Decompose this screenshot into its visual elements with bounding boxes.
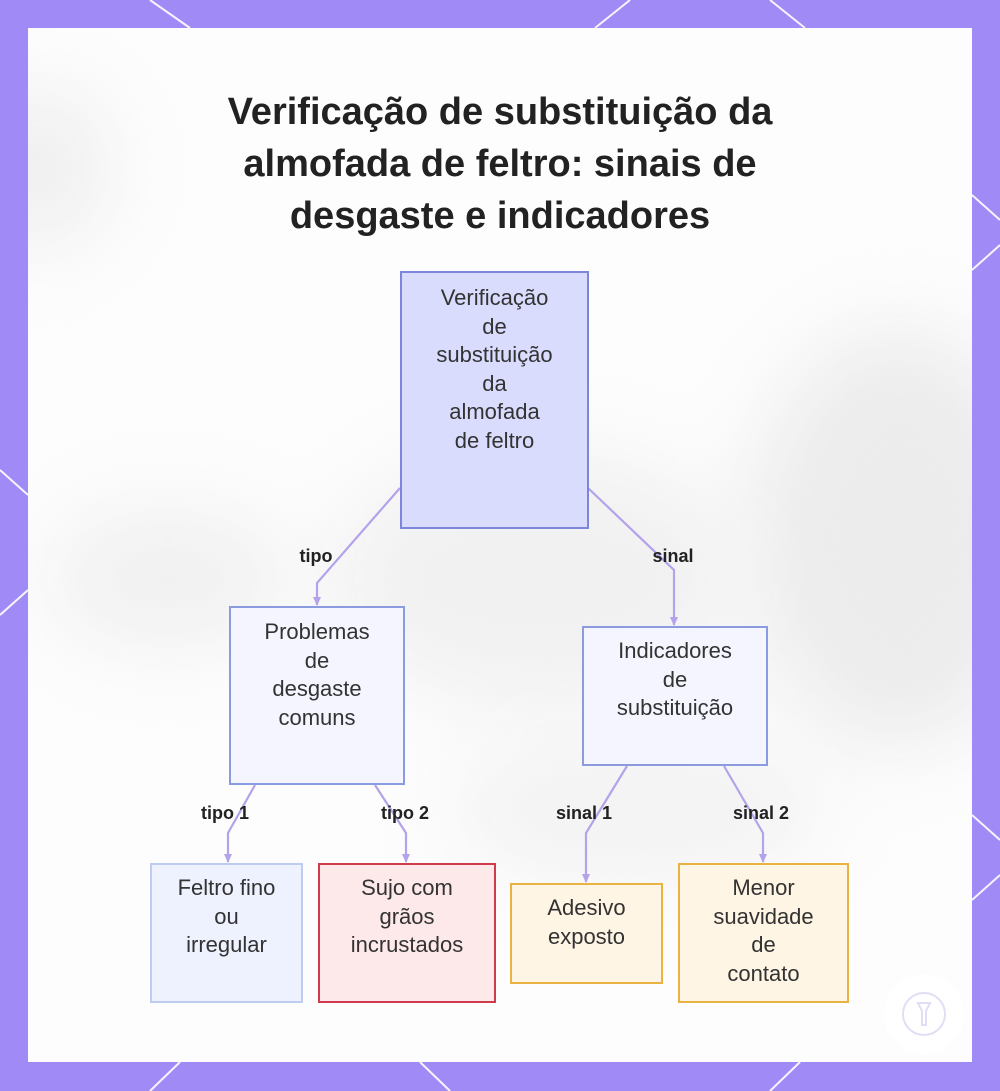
node-text: Feltro fino xyxy=(177,875,276,900)
background-blur xyxy=(748,328,972,748)
edge-label-tipo: tipo xyxy=(299,546,333,566)
node-text: desgaste xyxy=(272,676,362,701)
node-text: da xyxy=(482,370,507,396)
node-text: Adesivo xyxy=(547,895,626,920)
edge-root-to-indicators xyxy=(587,487,678,626)
node-text: Verificação xyxy=(440,285,549,310)
title-line: Verificação de substituição da xyxy=(227,91,773,133)
node-text: comuns xyxy=(278,704,356,730)
node-text: de xyxy=(751,932,776,957)
node-text: substituição xyxy=(616,695,734,720)
node-less-smoothness: Menor suavidade de contato xyxy=(678,863,849,1003)
edge-label-sinal-2: sinal 2 xyxy=(732,803,790,823)
node-text: de feltro xyxy=(454,427,535,453)
edge-common-wear-to-dirty-felt xyxy=(374,784,410,863)
node-text: Menor xyxy=(732,875,795,900)
node-text: exposto xyxy=(547,923,626,949)
logo-icon xyxy=(884,974,964,1054)
node-replacement-indicators: Indicadores de substituição xyxy=(582,626,768,766)
edge-indicators-to-adhesive xyxy=(582,765,628,883)
node-text: Indicadores xyxy=(618,638,732,663)
node-text: almofada xyxy=(449,399,540,424)
node-text: grãos xyxy=(379,903,435,929)
edge-root-to-common-wear xyxy=(313,487,401,606)
edge-common-wear-to-thin-felt xyxy=(224,784,256,863)
edge-label-tipo-2: tipo 2 xyxy=(381,803,429,823)
node-text: incrustados xyxy=(350,932,464,957)
logo-icon-glyph xyxy=(902,992,946,1036)
node-text: de xyxy=(662,666,688,692)
node-dirty-felt: Sujo com grãos incrustados xyxy=(318,863,496,1003)
node-common-wear: Problemas de desgaste comuns xyxy=(229,606,405,785)
node-text: ou xyxy=(214,903,239,929)
edge-label-tipo-1: tipo 1 xyxy=(201,803,249,823)
node-exposed-adhesive: Adesivo exposto xyxy=(510,883,663,984)
node-text: substituição xyxy=(436,342,553,367)
page-title: Verificação de substituição da almofada … xyxy=(0,86,1000,242)
node-text: irregular xyxy=(186,932,267,957)
node-thin-felt: Feltro fino ou irregular xyxy=(150,863,303,1003)
node-text: contato xyxy=(727,960,800,986)
node-text: suavidade xyxy=(713,903,814,929)
title-line: almofada de feltro: sinais de xyxy=(243,143,757,185)
title-line: desgaste e indicadores xyxy=(289,195,711,237)
node-text: Sujo com xyxy=(361,875,453,900)
node-root: Verificação de substituição da almofada … xyxy=(400,271,589,529)
edge-label-sinal: sinal xyxy=(652,546,694,566)
node-text: de xyxy=(304,647,330,673)
edge-label-sinal-1: sinal 1 xyxy=(555,803,613,823)
node-text: de xyxy=(482,313,507,339)
edge-indicators-to-smoothness xyxy=(723,765,767,863)
node-text: Problemas xyxy=(264,619,370,644)
